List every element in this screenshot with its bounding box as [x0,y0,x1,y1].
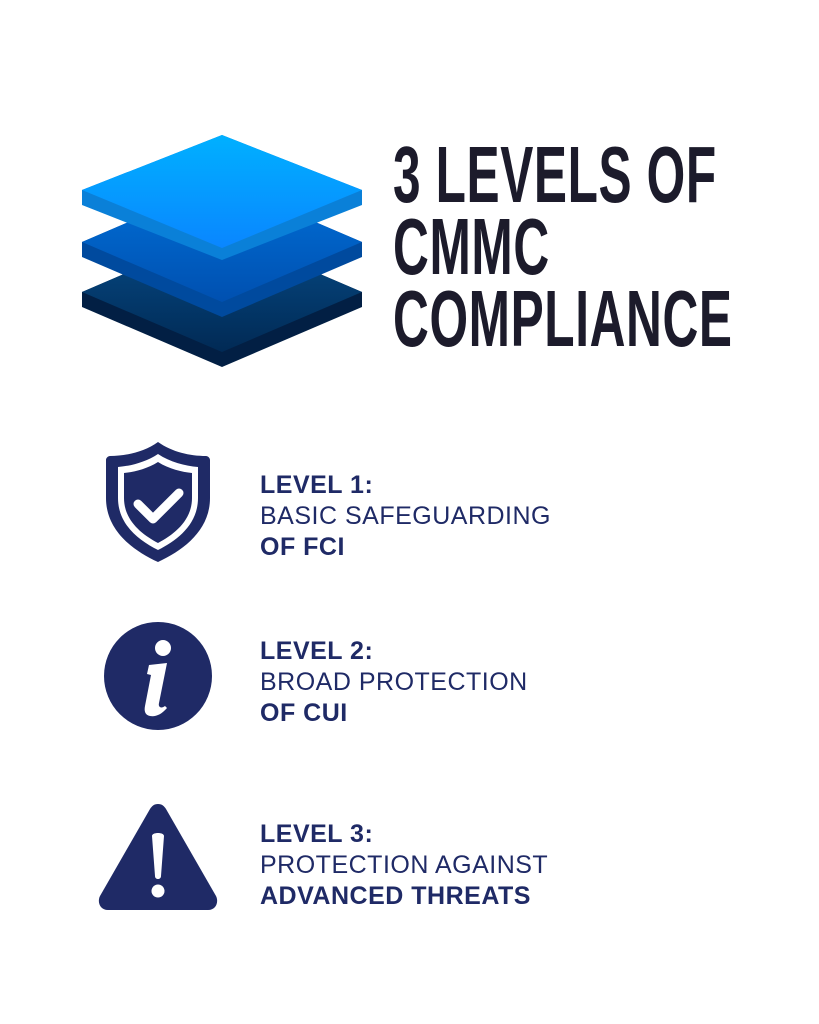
level-description: BASIC SAFEGUARDING [260,502,551,530]
level-2: LEVEL 2: BROAD PROTECTION OF CUI [260,636,528,729]
title-line: CMMC [393,202,550,291]
level-scope: OF FCI [260,533,345,561]
level-heading: LEVEL 2: [260,637,374,665]
level-1: LEVEL 1: BASIC SAFEGUARDING OF FCI [260,470,551,563]
title-line: 3 LEVELS OF [393,130,717,219]
level-3: LEVEL 3: PROTECTION AGAINST ADVANCED THR… [260,819,548,912]
level-heading: LEVEL 3: [260,820,374,848]
level-description: PROTECTION AGAINST [260,851,549,879]
info-icon [104,622,212,730]
level-description: BROAD PROTECTION [260,668,528,696]
stacked-layers-icon [82,135,362,367]
title-line: COMPLIANCE [393,274,733,363]
level-scope: OF CUI [260,699,348,727]
level-heading: LEVEL 1: [260,471,374,499]
shield-check-icon [106,442,210,562]
page-title: 3 LEVELS OF CMMC COMPLIANCE [393,130,733,363]
level-scope: ADVANCED THREATS [260,882,531,910]
warning-icon [98,804,218,910]
